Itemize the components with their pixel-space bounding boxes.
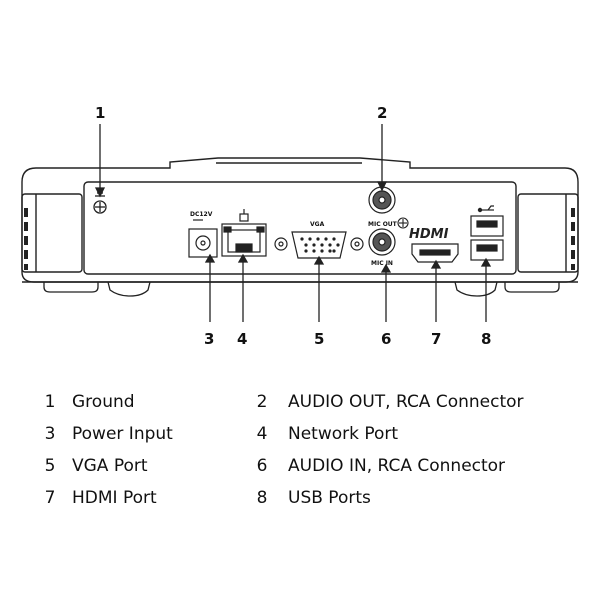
vga-port: VGA xyxy=(274,221,364,259)
legend-label: Ground xyxy=(72,392,135,412)
legend-label: VGA Port xyxy=(72,456,148,476)
callout-7: 7 xyxy=(431,330,441,348)
legend-item-usb: 8 USB Ports xyxy=(0,488,600,512)
callout-6: 6 xyxy=(381,330,391,348)
network-port xyxy=(221,209,267,257)
legend-number: 6 xyxy=(256,456,268,476)
nvr-rear-panel-diagram: DC12V VGA xyxy=(21,104,579,348)
legend-item-audio-in: 6 AUDIO IN, RCA Connector xyxy=(0,456,600,480)
hdmi-logo: HDMI xyxy=(409,227,449,242)
callout-4: 4 xyxy=(237,330,247,348)
legend-number: 5 xyxy=(44,456,56,476)
legend-label: AUDIO IN, RCA Connector xyxy=(288,456,506,476)
legend-item-hdmi: 7 HDMI Port xyxy=(0,488,600,512)
legend-number: 4 xyxy=(256,424,268,444)
chassis xyxy=(21,157,579,283)
callout-3: 3 xyxy=(204,330,214,348)
vga-label: VGA xyxy=(310,221,325,228)
legend-label: Network Port xyxy=(288,424,399,444)
hdmi-port: HDMI xyxy=(409,227,459,263)
right-vents xyxy=(571,208,575,270)
legend-number: 2 xyxy=(256,392,268,412)
legend-item-audio-out: 2 AUDIO OUT, RCA Connector xyxy=(0,392,600,416)
legend-label: USB Ports xyxy=(288,488,371,508)
feet xyxy=(43,281,560,297)
audio-in-rca xyxy=(368,228,396,256)
callout-2: 2 xyxy=(377,104,387,122)
legend-number: 8 xyxy=(256,488,268,508)
legend-item-vga: 5 VGA Port xyxy=(0,456,600,480)
mic-out-label: MIC OUT xyxy=(368,221,398,228)
legend-number: 1 xyxy=(44,392,56,412)
legend-label: HDMI Port xyxy=(72,488,157,508)
callout-8: 8 xyxy=(481,330,491,348)
mic-in-label: MIC IN xyxy=(371,260,393,267)
ground-symbol xyxy=(397,217,409,229)
legend-label: Power Input xyxy=(72,424,173,444)
power-input: DC12V xyxy=(188,211,218,258)
legend-item-network: 4 Network Port xyxy=(0,424,600,448)
callout-1: 1 xyxy=(95,104,105,122)
legend-label: AUDIO OUT, RCA Connector xyxy=(288,392,524,412)
legend-item-ground: 1 Ground xyxy=(0,392,600,416)
legend-item-power: 3 Power Input xyxy=(0,424,600,448)
legend-number: 7 xyxy=(44,488,56,508)
usb-ports xyxy=(470,205,504,261)
leader-lines xyxy=(94,124,492,322)
left-vents xyxy=(24,208,28,270)
callout-5: 5 xyxy=(314,330,324,348)
legend-number: 3 xyxy=(44,424,56,444)
dc-label: DC12V xyxy=(190,211,213,218)
